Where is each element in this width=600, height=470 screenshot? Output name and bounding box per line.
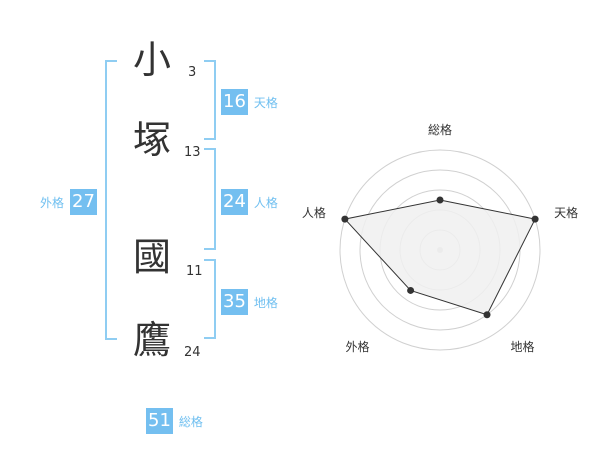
stroke-count-1: 3	[188, 65, 197, 80]
soukaku-value: 51	[146, 408, 173, 434]
stroke-count-4: 24	[184, 345, 201, 360]
tenkaku-badge: 16 天格	[221, 89, 278, 115]
jinkaku-badge: 24 人格	[221, 189, 278, 215]
name-char-1: 小	[132, 38, 171, 82]
radar-axis-label-3: 地格	[511, 339, 535, 354]
chikaku-bracket	[204, 259, 216, 339]
radar-shape	[341, 196, 539, 319]
gaikaku-badge: 外格 27	[40, 189, 97, 215]
stroke-count-3: 11	[186, 264, 203, 279]
stroke-count-2: 13	[184, 145, 201, 160]
soukaku-label: 総格	[178, 414, 203, 429]
radar-point-4	[407, 286, 415, 294]
chikaku-label: 地格	[253, 295, 278, 310]
gaikaku-value: 27	[70, 189, 97, 215]
gaikaku-bracket	[105, 60, 117, 340]
radar-axis-label-5: 人格	[302, 205, 326, 220]
jinkaku-value: 24	[221, 189, 248, 215]
radar-axis-label-4: 外格	[345, 339, 369, 354]
radar-point-3	[483, 311, 491, 319]
gaikaku-label: 外格	[40, 195, 65, 210]
radar-axis-label-1: 総格	[428, 122, 452, 137]
radar-point-5	[341, 215, 349, 223]
radar-point-1	[436, 196, 444, 204]
name-char-2: 塚	[132, 118, 171, 162]
radar-axis-label-2: 天格	[554, 205, 578, 220]
tenkaku-label: 天格	[253, 95, 278, 110]
chikaku-badge: 35 地格	[221, 289, 278, 315]
name-char-4: 鷹	[132, 318, 171, 362]
tenkaku-value: 16	[221, 89, 248, 115]
tenkaku-bracket	[204, 60, 216, 140]
name-char-3: 國	[132, 235, 171, 279]
radar-ring-5	[339, 149, 541, 351]
jinkaku-bracket	[204, 148, 216, 250]
radar-polygon	[343, 199, 536, 316]
chikaku-value: 35	[221, 289, 248, 315]
soukaku-badge: 51 総格	[146, 408, 203, 434]
radar-point-2	[531, 215, 539, 223]
jinkaku-label: 人格	[253, 195, 278, 210]
